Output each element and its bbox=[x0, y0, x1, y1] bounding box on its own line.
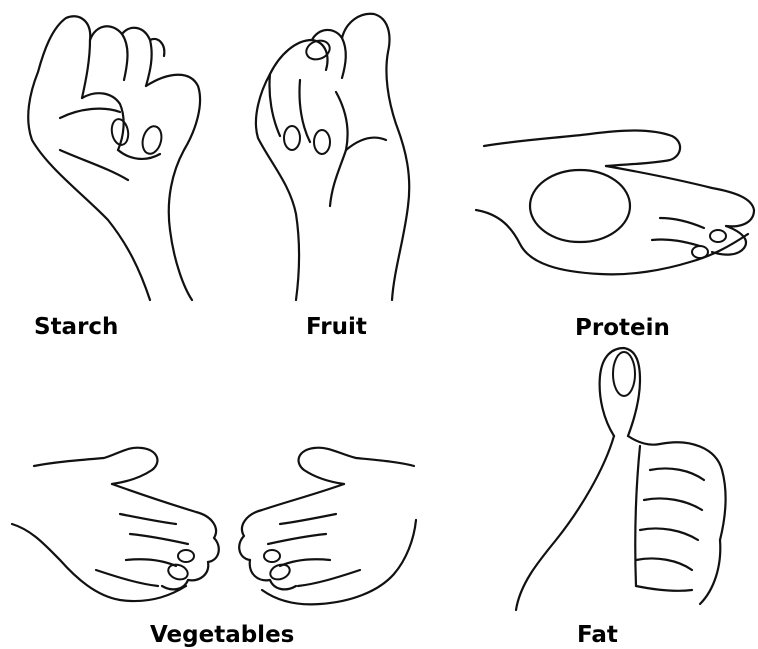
starch-hand-icon bbox=[28, 16, 200, 300]
fruit-label: Fruit bbox=[306, 316, 367, 339]
protein-label: Protein bbox=[575, 317, 670, 340]
vegetables-label: Vegetables bbox=[150, 624, 294, 647]
vegetables-hands-icon bbox=[12, 448, 416, 605]
protein-hand-icon bbox=[476, 131, 754, 275]
fruit-hand-icon bbox=[256, 14, 409, 300]
fat-thumb-icon bbox=[516, 348, 726, 610]
starch-label: Starch bbox=[34, 316, 118, 339]
fat-label: Fat bbox=[577, 624, 618, 647]
